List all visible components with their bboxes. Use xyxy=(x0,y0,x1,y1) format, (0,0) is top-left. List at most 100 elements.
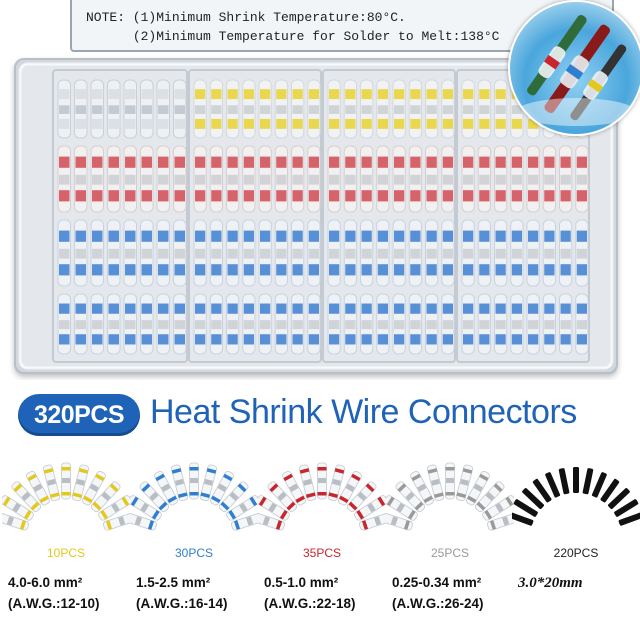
boxed-connector xyxy=(376,293,390,355)
boxed-connector xyxy=(408,145,422,213)
solder-connector xyxy=(258,495,290,521)
product-photo: NOTE: (1)Minimum Shrink Temperature:80°C… xyxy=(14,0,640,374)
boxed-connector xyxy=(274,145,288,213)
boxed-connector xyxy=(291,219,305,287)
solder-connector xyxy=(327,464,346,502)
solder-connector xyxy=(231,511,258,531)
boxed-connector xyxy=(107,79,121,139)
boxed-connector xyxy=(209,145,223,213)
boxed-connector xyxy=(425,79,439,139)
boxed-connector xyxy=(559,145,573,213)
boxed-connector xyxy=(123,219,137,287)
note-line-2: NOTE: (2)Minimum Temperature for Solder … xyxy=(86,29,500,44)
boxed-connector xyxy=(123,293,137,355)
boxed-connector xyxy=(425,145,439,213)
boxed-connector xyxy=(441,79,455,139)
boxed-connector xyxy=(408,293,422,355)
shrink-tube xyxy=(522,488,544,509)
shrink-tube xyxy=(614,499,639,517)
solder-connector xyxy=(455,464,474,502)
boxed-connector xyxy=(242,79,256,139)
connectors-fan-icon xyxy=(2,462,130,531)
variant-26-24-awg: 25PCS 0.25-0.34 mm² (A.W.G.:26-24) xyxy=(386,455,514,640)
variant-count: 220PCS xyxy=(553,546,599,560)
quantity-badge: 320PCS xyxy=(18,394,140,436)
boxed-connector xyxy=(477,219,491,287)
boxed-connector xyxy=(156,219,170,287)
solder-connector xyxy=(199,464,218,502)
variant-tube-size: 3.0*20mm xyxy=(518,575,583,591)
boxed-connector xyxy=(461,293,475,355)
boxed-connector xyxy=(226,219,240,287)
boxed-connector xyxy=(392,145,406,213)
boxed-connector xyxy=(291,79,305,139)
boxed-connector xyxy=(376,145,390,213)
shrink-tube xyxy=(532,478,552,503)
boxed-connector xyxy=(74,145,88,213)
boxed-connector xyxy=(90,293,104,355)
boxed-connector xyxy=(575,219,589,287)
boxed-connector xyxy=(477,145,491,213)
boxed-connector xyxy=(376,219,390,287)
boxed-connector xyxy=(494,145,508,213)
boxed-connector xyxy=(209,79,223,139)
solder-connector xyxy=(90,481,121,513)
boxed-connector xyxy=(392,293,406,355)
connectors-fan-icon xyxy=(386,462,514,531)
boxed-connector xyxy=(327,79,341,139)
boxed-connector xyxy=(494,293,508,355)
boxed-connector xyxy=(441,219,455,287)
boxed-connector xyxy=(226,79,240,139)
boxed-connector xyxy=(57,293,71,355)
boxed-connector xyxy=(193,293,207,355)
variant-wire-size: 1.5-2.5 mm² xyxy=(136,575,211,590)
solder-connector xyxy=(474,481,505,513)
variant-awg: (A.W.G.:12-10) xyxy=(8,596,100,611)
boxed-connector xyxy=(526,293,540,355)
boxed-connector xyxy=(360,145,374,213)
boxed-connector xyxy=(107,145,121,213)
boxed-connector xyxy=(193,79,207,139)
boxed-connector xyxy=(258,219,272,287)
solder-connector xyxy=(61,462,71,500)
variant-count: 10PCS xyxy=(46,546,86,560)
boxed-connector xyxy=(242,293,256,355)
solder-connector xyxy=(487,511,514,531)
solder-connector xyxy=(282,470,306,506)
boxed-connector xyxy=(307,219,321,287)
variant-heat-shrink-tubes: 220PCS 3.0*20mm xyxy=(512,455,640,640)
solder-connector xyxy=(2,495,34,521)
solder-connector xyxy=(130,511,157,531)
boxed-connector xyxy=(140,219,154,287)
boxed-connector xyxy=(526,219,540,287)
boxed-connector xyxy=(408,219,422,287)
boxed-connector xyxy=(57,219,71,287)
boxed-connector xyxy=(74,79,88,139)
boxed-connector xyxy=(107,293,121,355)
boxed-connector xyxy=(258,79,272,139)
solder-connector xyxy=(103,511,130,531)
boxed-connector xyxy=(327,219,341,287)
solder-connector xyxy=(359,511,386,531)
boxed-connector xyxy=(209,293,223,355)
solder-connector xyxy=(267,481,298,513)
boxed-connector xyxy=(461,79,475,139)
boxed-connector xyxy=(510,219,524,287)
boxed-connector xyxy=(226,293,240,355)
shrink-tube xyxy=(600,478,620,503)
boxed-connector xyxy=(156,79,170,139)
boxed-connector xyxy=(307,293,321,355)
boxed-connector xyxy=(173,293,187,355)
connectors-fan-icon xyxy=(130,462,258,531)
solder-connector xyxy=(218,481,249,513)
solder-connector xyxy=(71,464,90,502)
boxed-connector xyxy=(526,145,540,213)
boxed-connector xyxy=(376,79,390,139)
boxed-connector xyxy=(242,145,256,213)
solder-connector xyxy=(26,470,50,506)
box-compartment xyxy=(52,69,188,363)
variant-count: 30PCS xyxy=(174,546,214,560)
box-compartment xyxy=(188,69,322,363)
solder-connector xyxy=(189,462,199,500)
solder-connector xyxy=(338,470,362,506)
